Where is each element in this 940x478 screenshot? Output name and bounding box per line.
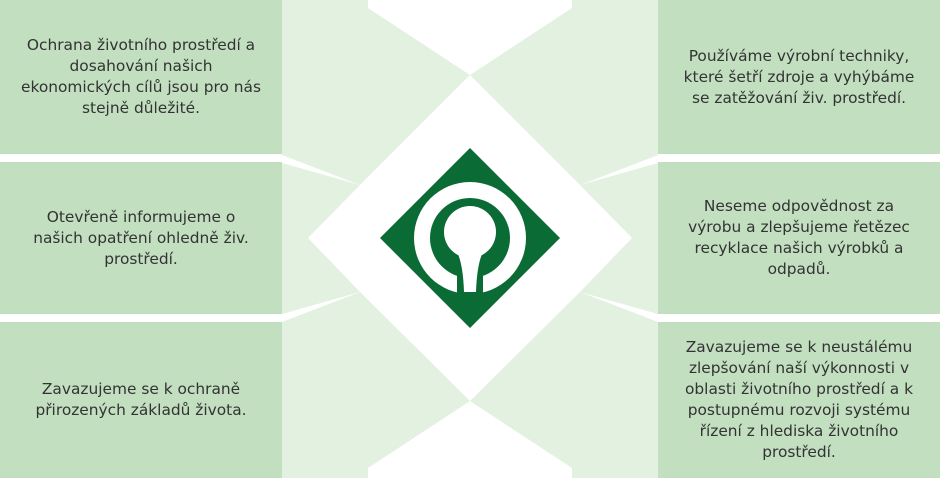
- principle-box-right-1: Používáme výrobní techniky, které šetří …: [658, 0, 940, 154]
- principle-box-right-3: Zavazujeme se k neustálému zlepšování na…: [658, 322, 940, 478]
- principle-text: Používáme výrobní techniky, které šetří …: [683, 46, 915, 107]
- principle-text: Zavazujeme se k neustálému zlepšování na…: [685, 338, 913, 461]
- principle-text: Ochrana životního prostředí a dosahování…: [20, 36, 262, 117]
- connector-left-1: [282, 0, 470, 185]
- connector-right-1: [470, 0, 658, 185]
- principle-text: Otevřeně informujeme o našich opatření o…: [33, 207, 249, 268]
- connector-left-2: [282, 163, 360, 314]
- principle-text: Zavazujeme se k ochraně přirozených zákl…: [35, 380, 247, 419]
- tree-circle-icon: [414, 182, 526, 300]
- principle-text: Neseme odpovědnost za výrobu a zlepšujem…: [688, 197, 910, 278]
- principle-box-left-2: Otevřeně informujeme o našich opatření o…: [0, 162, 282, 314]
- principle-box-left-3: Zavazujeme se k ochraně přirozených zákl…: [0, 322, 282, 478]
- connector-right-3: [470, 292, 658, 478]
- connector-right-2: [580, 163, 658, 314]
- principle-box-left-1: Ochrana životního prostředí a dosahování…: [0, 0, 282, 154]
- principle-box-right-2: Neseme odpovědnost za výrobu a zlepšujem…: [658, 162, 940, 314]
- connector-left-3: [282, 292, 470, 478]
